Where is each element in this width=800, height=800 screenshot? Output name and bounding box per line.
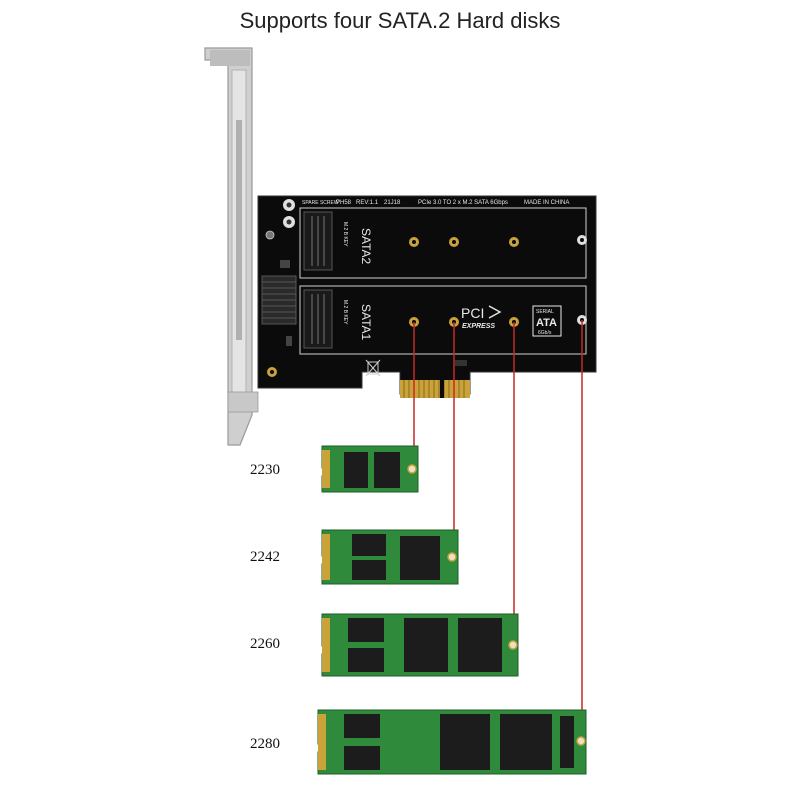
key-label-top: M.2 B KEY [342,222,348,247]
pcie-gold-fingers [400,380,470,398]
key-label-bottom: M.2 B KEY [342,300,348,325]
leader-lines [413,320,583,740]
pcie-bracket [204,47,259,446]
svg-text:SERIAL: SERIAL [536,309,554,315]
slot-label-sata1: SATA1 [359,304,373,341]
weee-bin-mark [365,359,381,377]
size-label-2230: 2230 [250,462,280,478]
ssd-2230 [321,445,419,493]
svg-text:EXPRESS: EXPRESS [462,323,495,330]
silk-description: PCIe 3.0 TO 2 x M.2 SATA 6Gbps [418,200,508,206]
serial-ata-logo: SERIAL ATA 6Gb/s [532,305,562,337]
ssd-2280 [317,709,587,775]
pci-express-logo: PCI EXPRESS [461,305,502,330]
adapter-card: SPARE SCREW PH58 REV:1.1 21J18 PCIe 3.0 … [257,195,597,398]
silk-origin: MADE IN CHINA [524,200,569,206]
svg-text:PCI: PCI [461,305,484,321]
ssd-2260 [321,613,519,677]
size-label-2260: 2260 [250,636,280,652]
svg-text:ATA: ATA [536,317,557,329]
size-label-2242: 2242 [250,549,280,565]
m2-connector-top [303,211,333,271]
silk-revision: REV:1.1 [356,200,379,206]
size-label-2280: 2280 [250,736,280,752]
silk-spare-screw: SPARE SCREW [302,200,339,206]
image-caption: Supports four SATA.2 Hard disks [239,8,561,33]
svg-text:6Gb/s: 6Gb/s [538,330,552,336]
heatsink [261,275,297,325]
m2-connector-bottom [303,289,333,349]
silk-model: PH58 [336,200,352,206]
silk-date-code: 21J18 [384,200,401,206]
slot-label-sata2: SATA2 [359,228,373,265]
ssd-2242 [321,529,459,585]
screw-posts [283,199,295,228]
